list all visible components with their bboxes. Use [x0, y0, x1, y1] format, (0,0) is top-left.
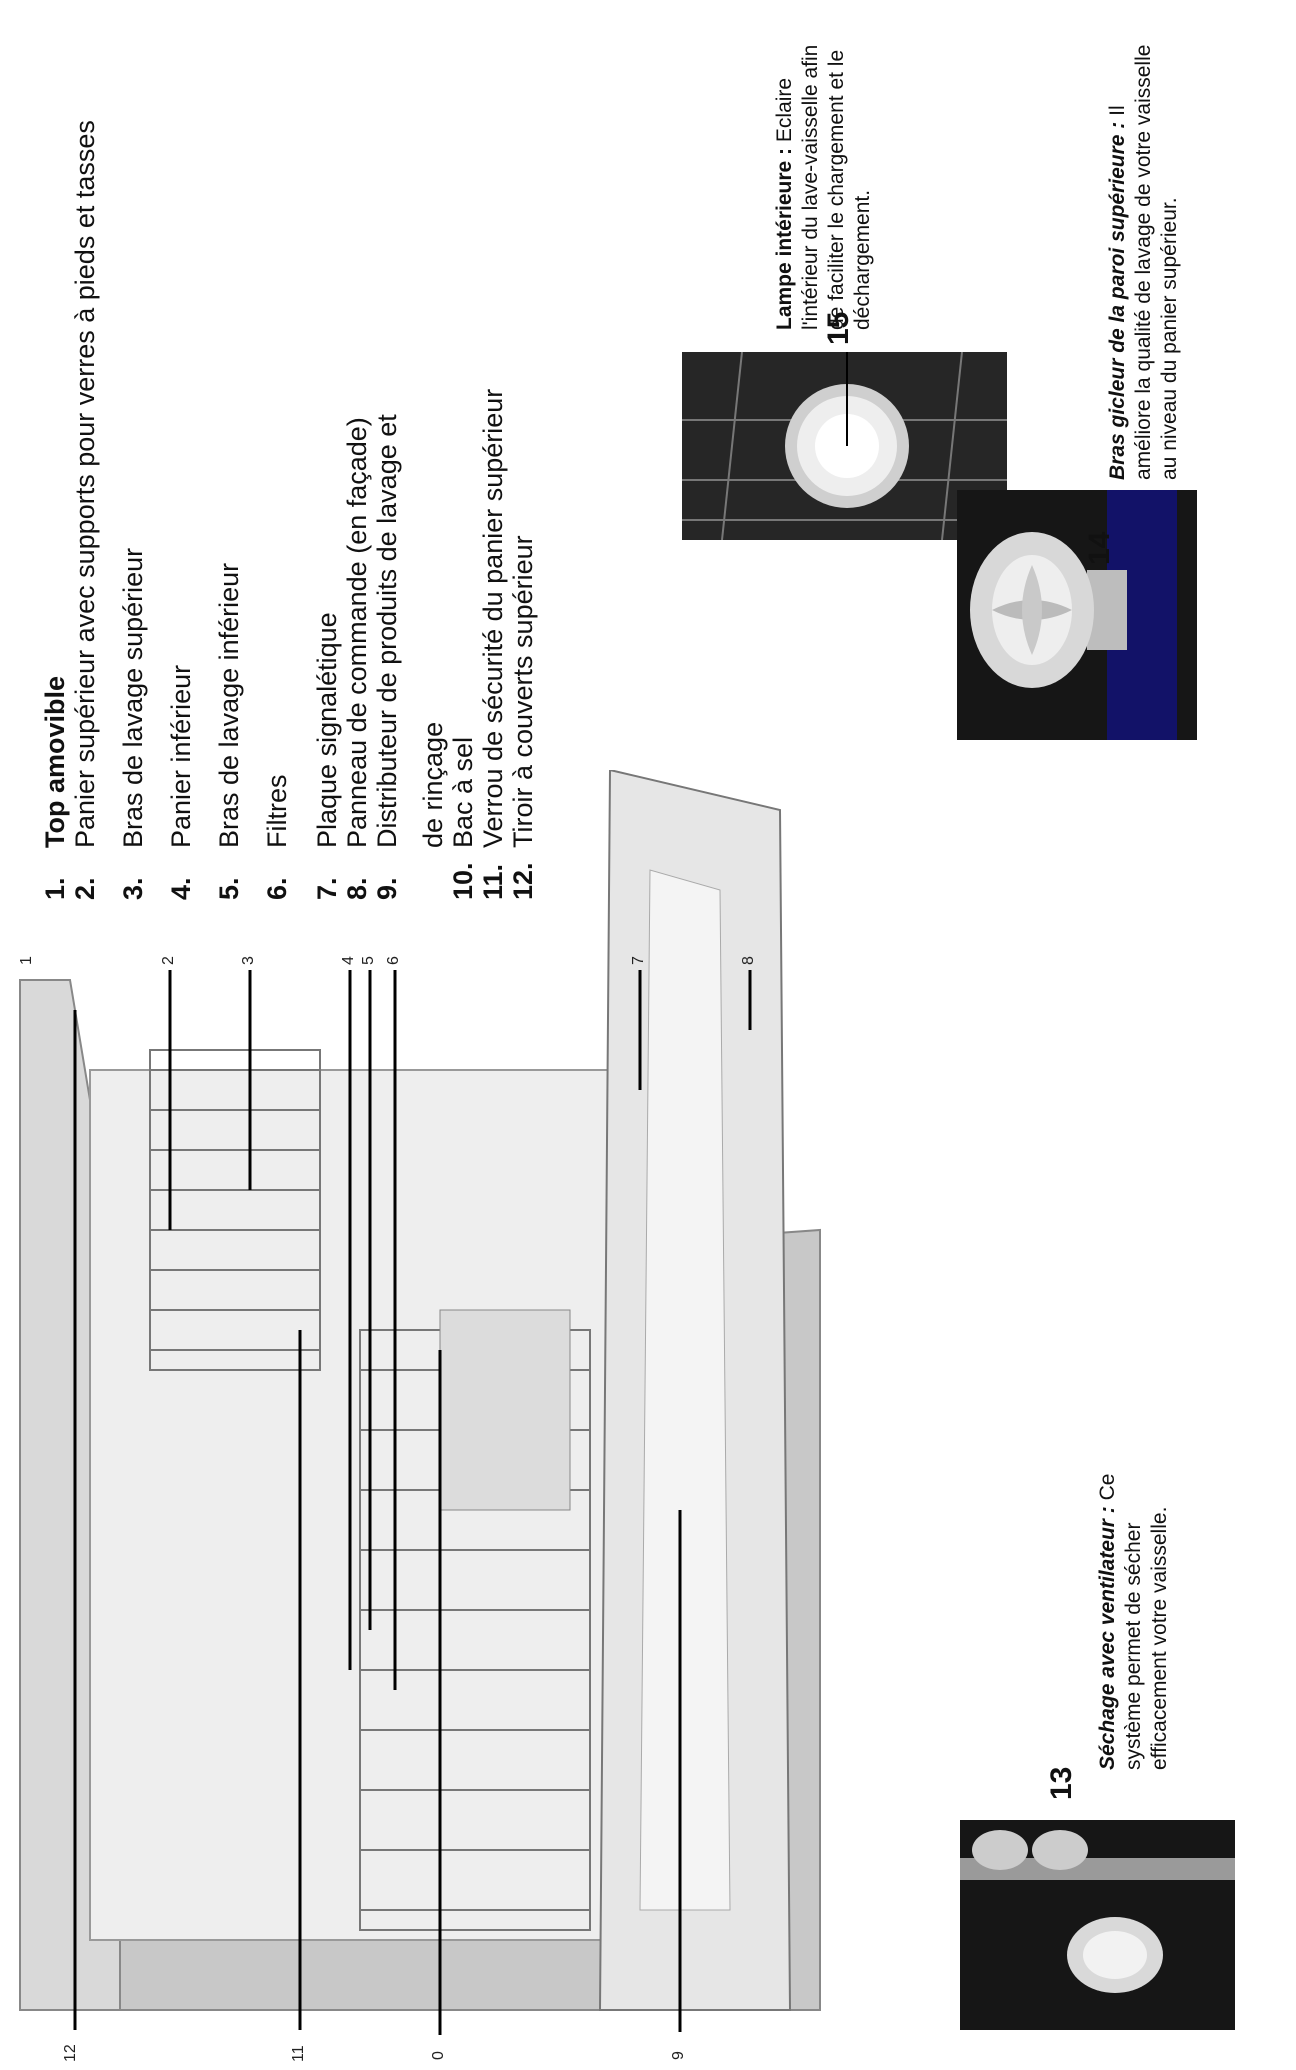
- diagram-label-6: 6: [385, 956, 402, 965]
- feature-14-title: Bras gicleur de la paroi supérieure :: [1106, 121, 1129, 480]
- part-label: Panier supérieur avec supports pour verr…: [70, 120, 100, 848]
- diagram-label-1: 1: [18, 956, 35, 965]
- feature-13-description: Séchage avec ventilateur : Ce système pe…: [1095, 1410, 1173, 1771]
- diagram-label-9: 9: [670, 2051, 687, 2060]
- fan-illustration: [960, 1820, 1235, 2030]
- parts-list: 1.Top amovible 2.Panier supérieur avec s…: [40, 20, 560, 900]
- interior-lamp-photo: [682, 352, 1007, 540]
- spray-arm-photo: [957, 490, 1197, 740]
- diagram-label-7: 7: [630, 956, 647, 965]
- diagram-label-5: 5: [360, 956, 377, 965]
- feature-13-title: Séchage avec ventilateur :: [1096, 1506, 1119, 1770]
- diagram-label-8: 8: [740, 956, 757, 965]
- dishwasher-illustration: [19, 770, 821, 2035]
- feature-14-description: Bras gicleur de la paroi supérieure : Il…: [1105, 20, 1183, 480]
- diagram-label-10: 0: [430, 2051, 447, 2060]
- fan-drying-photo: [960, 1820, 1235, 2030]
- feature-15-description: Lampe intérieure : Eclaire l'intérieur d…: [772, 30, 876, 330]
- diagram-label-12: 12: [62, 2044, 79, 2062]
- diagram-label-2: 2: [160, 956, 177, 965]
- diagram-label-3: 3: [240, 956, 257, 965]
- diagram-label-11: 11: [290, 2045, 307, 2062]
- lamp-illustration: [682, 352, 1007, 540]
- feature-13-number: 13: [1045, 1766, 1078, 1800]
- spray-arm-illustration: [957, 490, 1197, 740]
- diagram-label-4: 4: [340, 956, 357, 965]
- feature-15-title: Lampe intérieure :: [773, 147, 796, 330]
- feature-14-number: 14: [1083, 531, 1116, 565]
